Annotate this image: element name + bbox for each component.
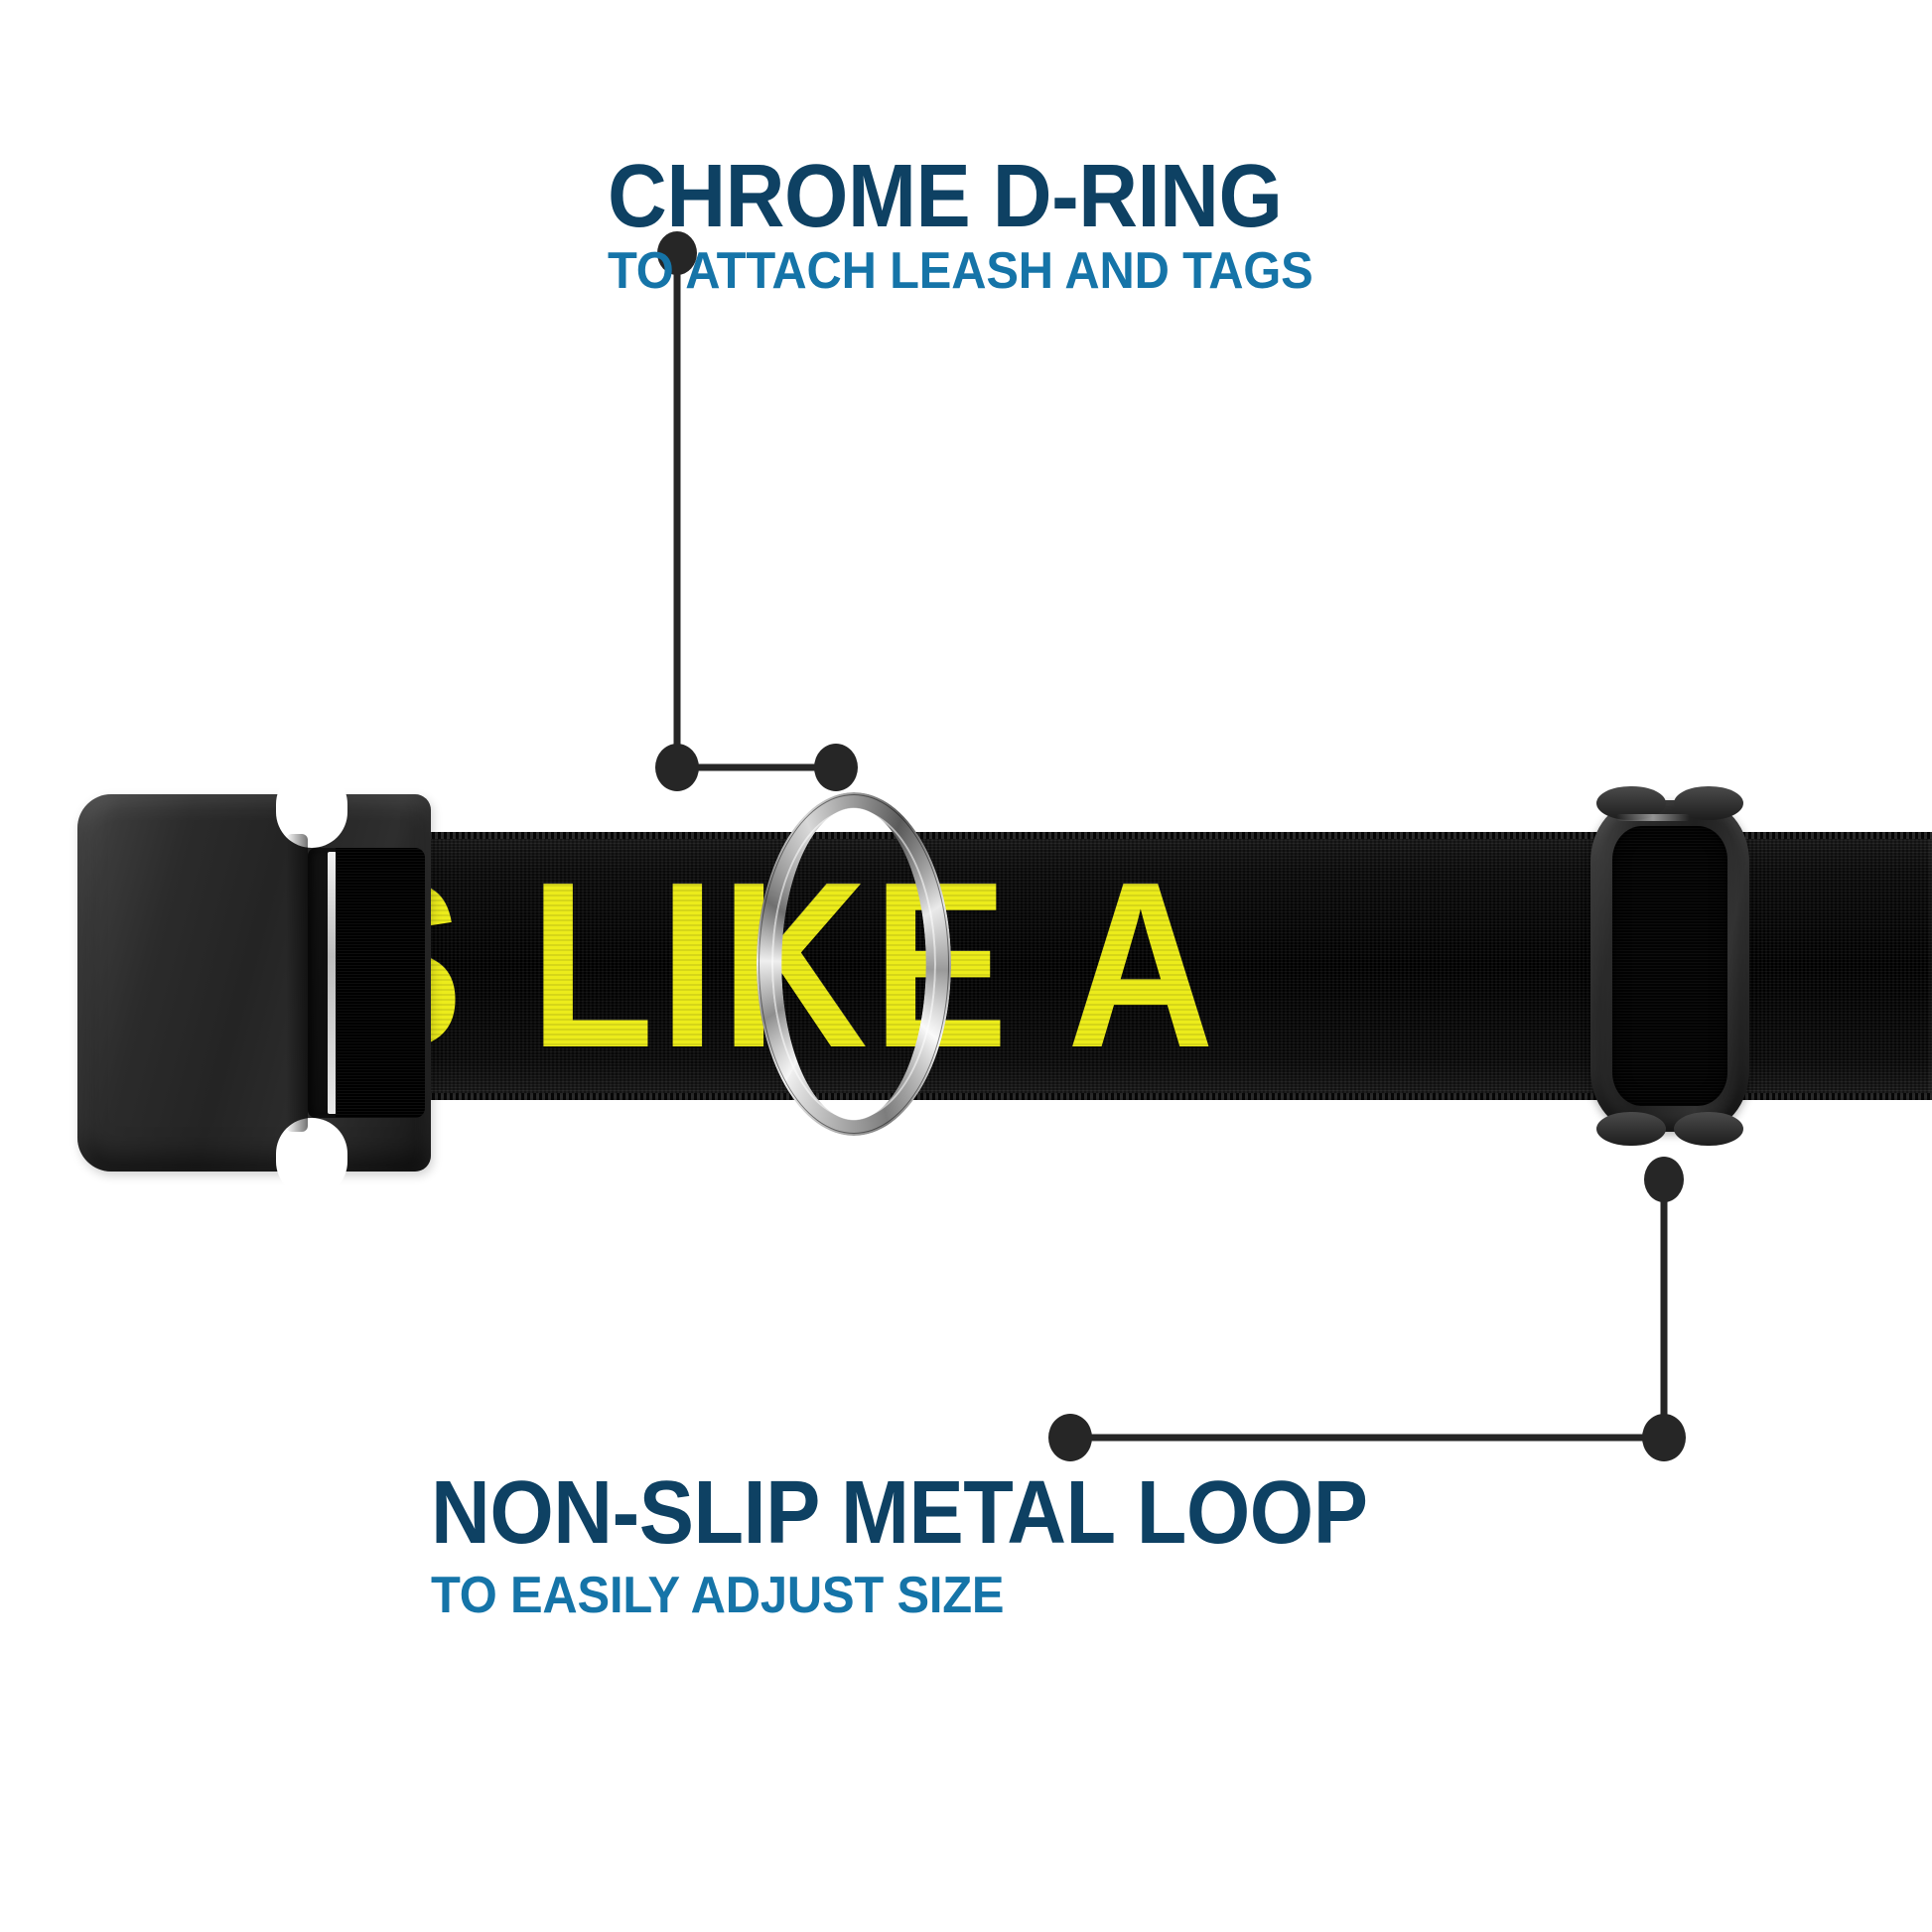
callout-title-chrome-d-ring: CHROME D-RING: [608, 147, 1283, 246]
callout-subtitle-non-slip-metal-loop: TO EASILY ADJUST SIZE: [431, 1567, 1005, 1624]
webbing-edge-top: [328, 832, 1932, 839]
callout-subtitle-chrome-d-ring: TO ATTACH LEASH AND TAGS: [608, 242, 1313, 300]
metal-loop-highlight: [1616, 814, 1690, 821]
buckle-webbing-mouth: [308, 848, 425, 1118]
callout-title-non-slip-metal-loop: NON-SLIP METAL LOOP: [431, 1463, 1368, 1563]
metal-loop-opening: [1612, 826, 1727, 1106]
d-ring-inner-edge: [771, 809, 936, 1119]
metal-loop-lobe-bottom-left: [1596, 1112, 1666, 1146]
buckle-highlight-slit: [328, 852, 337, 1114]
buckle-inner-shadow: [286, 834, 308, 1132]
webbing-edge-bottom: [328, 1093, 1932, 1100]
buckle-release-notch-bottom: [276, 1118, 347, 1197]
buckle-inserted-webbing: [336, 848, 425, 1118]
side-release-buckle: [77, 762, 431, 1203]
metal-loop-lobe-bottom-right: [1674, 1112, 1743, 1146]
d-ring-outer-edge: [759, 794, 949, 1134]
chrome-d-ring: [757, 792, 951, 1136]
non-slip-metal-loop: [1590, 786, 1749, 1146]
